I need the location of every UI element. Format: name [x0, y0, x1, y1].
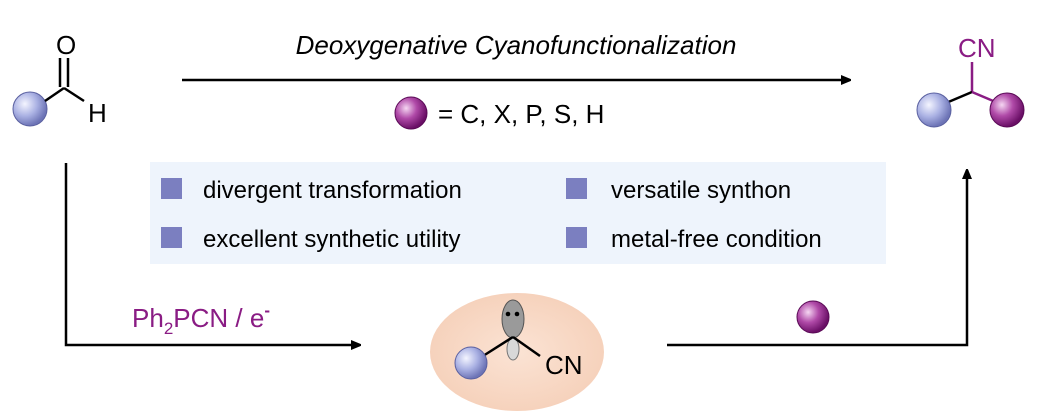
lone-pair-dot — [505, 311, 511, 317]
product-cn-label: CN — [958, 33, 996, 63]
right-path-line — [667, 170, 967, 347]
bullet-square-icon — [161, 178, 182, 199]
feature-item-3: excellent synthetic utility — [161, 226, 460, 253]
bullet-square-icon — [566, 227, 587, 248]
substituent-sphere-icon — [916, 92, 952, 128]
substituent-sphere-icon — [454, 346, 488, 380]
nucleophile-sphere-icon — [394, 96, 428, 130]
bond-line — [482, 335, 514, 358]
oxygen-label: O — [56, 30, 76, 60]
lower-path-line — [64, 163, 360, 345]
feature-label: metal-free condition — [611, 226, 822, 253]
bullet-square-icon — [161, 227, 182, 248]
reaction-title: Deoxygenative Cyanofunctionalization — [296, 30, 737, 60]
nucleophile-sphere-icon — [796, 300, 830, 334]
aldehyde-structure: O H — [12, 30, 107, 128]
feature-item-2: versatile synthon — [566, 177, 791, 204]
features-box — [150, 162, 886, 264]
reagent-label: Ph2PCN / e- — [132, 301, 270, 338]
feature-item-4: metal-free condition — [566, 226, 822, 253]
bond-line — [63, 86, 85, 103]
feature-label: versatile synthon — [611, 177, 791, 204]
nucleophile-sphere-icon — [989, 92, 1025, 128]
feature-label: excellent synthetic utility — [203, 226, 460, 253]
feature-label: divergent transformation — [203, 177, 462, 204]
bond-line — [44, 86, 65, 103]
bond-line — [945, 90, 973, 105]
product-structure: CN — [916, 33, 1025, 128]
intermediate-structure: CN — [430, 293, 604, 411]
scope-equals-text: = C, X, P, S, H — [438, 99, 604, 129]
lone-pair-dot — [514, 311, 520, 317]
lone-pair-orbital-icon — [501, 299, 525, 339]
intermediate-cn-label: CN — [545, 350, 583, 380]
bond-line — [512, 335, 541, 358]
hydrogen-label: H — [88, 98, 107, 128]
bullet-square-icon — [566, 178, 587, 199]
feature-item-1: divergent transformation — [161, 177, 462, 204]
substituent-sphere-icon — [12, 91, 48, 127]
